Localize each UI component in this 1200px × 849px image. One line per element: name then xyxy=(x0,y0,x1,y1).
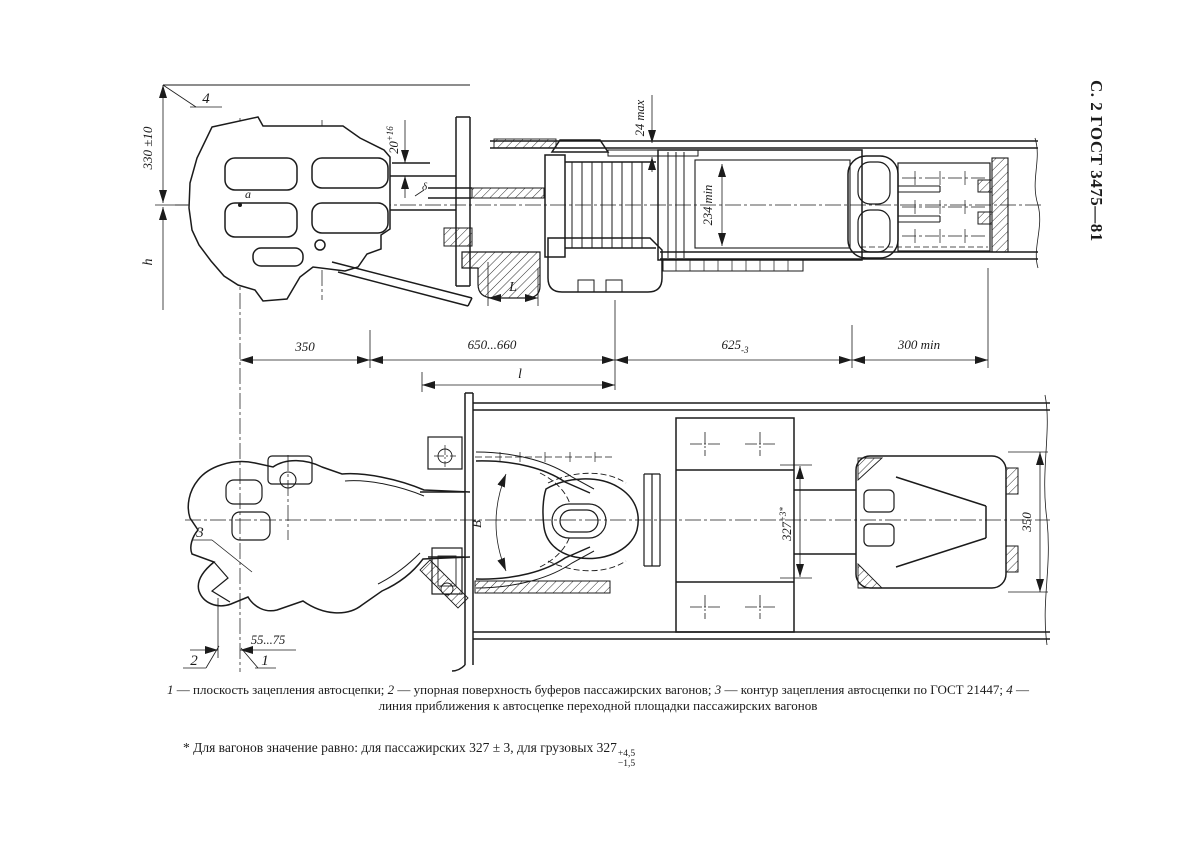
top-view xyxy=(155,84,1042,672)
callout-4-label: 4 xyxy=(202,91,210,107)
footnote-text: Для вагонов значение равно: для пассажир… xyxy=(189,740,597,755)
dim-24max-label: 24 max xyxy=(633,99,647,136)
footnote-tolerance-upper: +4,5 xyxy=(617,749,636,759)
rear-casing-plan xyxy=(794,455,1019,589)
caption-text-2: — упорная поверхность буферов пассажирск… xyxy=(394,682,715,697)
page-header: С. 2 ГОСТ 3475—81 xyxy=(1087,80,1106,242)
frame-rails-top xyxy=(490,137,1041,272)
dim-330-label: 330 ±10 xyxy=(140,126,155,170)
callout-3-label: 3 xyxy=(195,525,204,541)
dim-h-label: h xyxy=(141,259,156,266)
delta-label: δ xyxy=(422,181,428,193)
funnel-guide-plan xyxy=(475,451,661,589)
centerlines-bottom xyxy=(185,455,1050,540)
dim-650-660-label: 650...660 xyxy=(468,337,517,352)
figure-caption: 1 — плоскость зацепления автосцепки; 2 —… xyxy=(152,682,1044,713)
caption-text-4: — линия приближения к автосцепке переход… xyxy=(378,682,1029,713)
dim-625-label: 625-3 xyxy=(722,337,749,355)
dim-350-right-label: 350 xyxy=(1019,512,1034,533)
caption-num-2: 2 xyxy=(387,682,395,697)
footnote-marker: * xyxy=(183,740,190,755)
draft-gear-side xyxy=(544,139,863,293)
dim-350-row-label: 350 xyxy=(294,339,315,354)
top-view-dimensions xyxy=(155,84,726,310)
callout-1-label: 1 xyxy=(261,653,269,669)
dim-l-small-label: l xyxy=(518,367,522,382)
dimension-row xyxy=(240,268,989,392)
label-B: В xyxy=(469,520,484,528)
plate-brackets xyxy=(419,436,469,609)
caption-text-3: — контур зацепления автосцепки по ГОСТ 2… xyxy=(721,682,1007,697)
dim-20-label: 20+16 xyxy=(385,126,401,154)
end-plate-plan xyxy=(451,392,474,672)
footnote-tolerance: +4,5−1,5 xyxy=(618,749,635,769)
rear-casing-side xyxy=(847,155,1009,259)
dim-55-75-label: 55...75 xyxy=(251,633,285,647)
footnote-value-base: 327 xyxy=(596,740,617,755)
caption-num-4: 4 xyxy=(1006,682,1013,697)
bottom-view-dimensions xyxy=(183,451,1048,669)
footnote: * Для вагонов значение равно: для пассаж… xyxy=(183,740,635,769)
draft-gear-plan xyxy=(675,417,795,633)
coupler-head-plan xyxy=(187,455,471,614)
shank-and-striker xyxy=(390,116,545,299)
dim-327-label: 327+3* xyxy=(778,507,794,542)
point-a-label: a xyxy=(245,187,251,201)
callout-2-label: 2 xyxy=(190,653,198,669)
dim-L-label: L xyxy=(508,280,517,295)
footnote-tolerance-lower: −1,5 xyxy=(617,759,636,769)
bottom-view xyxy=(183,392,1050,672)
caption-text-1: — плоскость зацепления автосцепки; xyxy=(173,682,388,697)
coupler-head-side xyxy=(188,116,473,307)
caption-num-3: 3 xyxy=(714,682,722,697)
caption-num-1: 1 xyxy=(167,682,174,697)
dim-300min-label: 300 min xyxy=(897,337,940,352)
dim-234min-label: 234 min xyxy=(701,185,715,226)
